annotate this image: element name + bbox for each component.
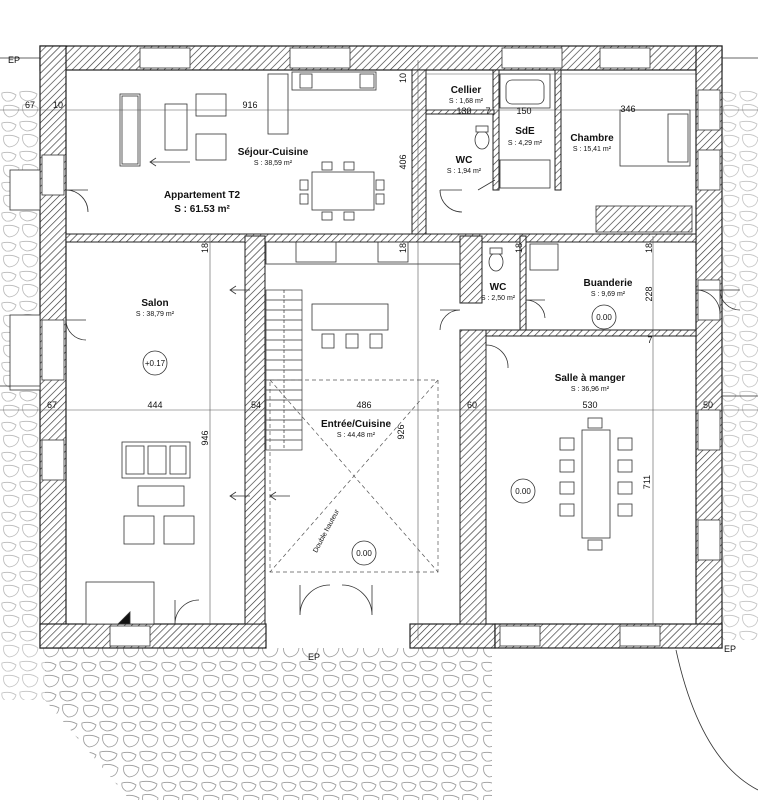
room-area-sde: S : 4,29 m² — [508, 140, 543, 147]
level-buanderie: 0.00 — [596, 313, 612, 322]
dim-18-b: 18 — [398, 243, 408, 253]
dim-228: 228 — [644, 286, 654, 301]
dim-711: 711 — [642, 475, 652, 489]
staircase — [265, 289, 303, 451]
room-area-cellier: S : 1,68 m² — [449, 98, 484, 105]
label-ep-bottom: EP — [308, 652, 320, 662]
level-salon: +0.17 — [145, 359, 166, 368]
room-name-chambre: Chambre — [570, 133, 614, 144]
dim-130: 130 — [456, 106, 471, 116]
room-name-salle: Salle à manger — [555, 373, 626, 384]
dimension-lines — [0, 60, 758, 640]
dim-10-top: 10 — [53, 100, 63, 110]
dim-18-a: 18 — [200, 243, 210, 253]
level-markers — [142, 304, 617, 566]
level-salle: 0.00 — [515, 487, 531, 496]
dim-50: 50 — [703, 400, 713, 410]
interior-walls — [65, 69, 697, 625]
stone-paving — [0, 90, 758, 800]
dim-54: 54 — [251, 400, 261, 410]
double-height-void — [269, 379, 439, 573]
room-area-wc-upper: S : 1,94 m² — [447, 168, 482, 175]
room-name-entree: Entrée/Cuisine — [321, 419, 391, 430]
room-area-sejour: S : 38,59 m² — [254, 160, 293, 167]
door-swings — [65, 179, 741, 625]
fixtures — [295, 73, 693, 272]
apartment-name: Appartement T2 — [164, 190, 241, 201]
dim-346: 346 — [620, 104, 635, 114]
label-ep-right: EP — [724, 644, 736, 654]
level-entree: 0.00 — [356, 549, 372, 558]
dim-18-c: 18 — [514, 243, 524, 253]
dim-7-mid: 7 — [647, 335, 652, 345]
dim-7-top: 7 — [485, 106, 490, 116]
arrows — [149, 157, 290, 501]
room-name-sde: SdE — [515, 126, 535, 137]
room-name-sejour: Séjour-Cuisine — [238, 147, 309, 158]
windows — [9, 47, 721, 647]
site-lines — [0, 57, 758, 791]
room-area-salon: S : 38,79 m² — [136, 311, 175, 318]
room-name-wc-lower: WC — [490, 282, 507, 293]
dining-table — [559, 417, 633, 551]
dim-67-bottom: 67 — [47, 400, 57, 410]
dim-486: 486 — [356, 400, 371, 410]
dim-18-d: 18 — [644, 243, 654, 253]
label-double-hauteur: Double hauteur — [312, 508, 341, 554]
apartment-area: S : 61.53 m² — [174, 204, 230, 215]
dim-67-top: 67 — [25, 100, 35, 110]
label-ep-top: EP — [8, 55, 20, 65]
room-name-buanderie: Buanderie — [584, 278, 633, 289]
room-name-cellier: Cellier — [451, 85, 482, 96]
dim-406: 406 — [398, 154, 408, 169]
dim-946: 946 — [200, 430, 210, 445]
dim-60: 60 — [467, 400, 477, 410]
room-area-entree: S : 44,48 m² — [337, 432, 376, 439]
dim-150: 150 — [516, 106, 531, 116]
room-area-wc-lower: S : 2,50 m² — [481, 295, 516, 302]
room-area-buanderie: S : 9,69 m² — [591, 291, 626, 298]
salon-furniture — [85, 441, 195, 625]
dim-530: 530 — [582, 400, 597, 410]
room-name-salon: Salon — [141, 298, 168, 309]
room-name-wc-upper: WC — [456, 155, 473, 166]
room-area-salle: S : 36,96 m² — [571, 386, 610, 393]
entree-furniture — [265, 241, 461, 349]
room-area-chambre: S : 15,41 m² — [573, 146, 612, 153]
dim-10-mid: 10 — [398, 73, 408, 83]
dim-926: 926 — [396, 424, 406, 439]
dim-444: 444 — [147, 400, 162, 410]
sejour-furniture — [119, 71, 385, 221]
dim-916: 916 — [242, 100, 257, 110]
